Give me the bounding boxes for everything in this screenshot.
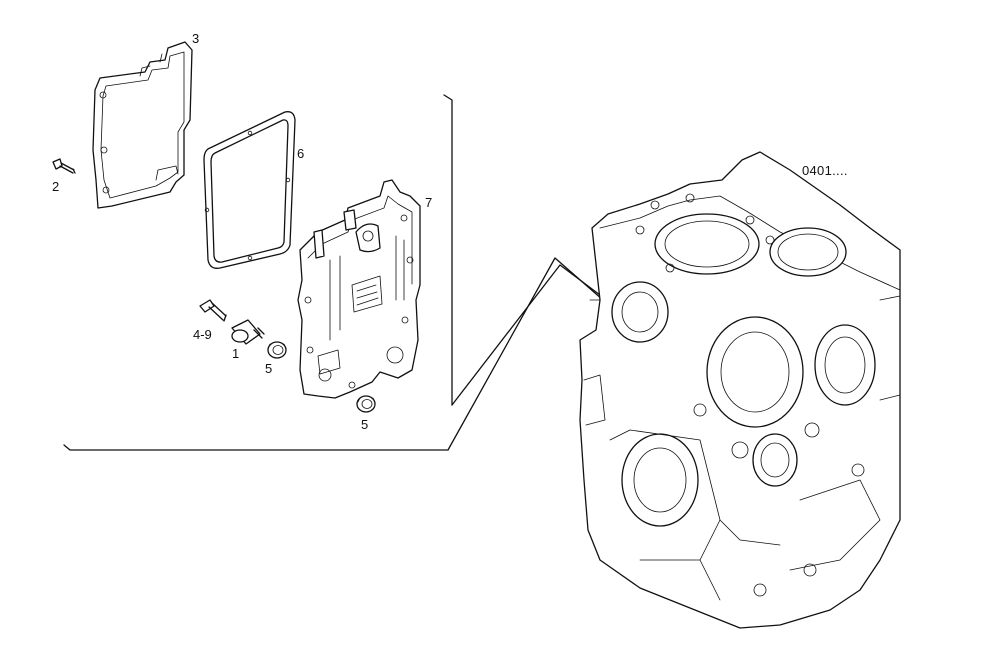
ecu-mounting-plate [297, 179, 421, 399]
gasket [203, 111, 296, 269]
callout-7: 7 [425, 195, 433, 210]
callout-4-9: 4-9 [193, 327, 212, 342]
bush-icon [356, 395, 376, 413]
sensor-icon [231, 319, 265, 345]
callout-1: 1 [232, 346, 240, 361]
reference-code: 0401.... [802, 163, 848, 178]
engine-block [579, 151, 901, 629]
callout-3: 3 [192, 31, 200, 46]
callout-5: 5 [265, 361, 273, 376]
bush-icon [267, 341, 287, 359]
screw-icon [52, 158, 76, 174]
bolt-icon [199, 299, 227, 322]
ecu-cover [92, 41, 193, 209]
assembly-bracket-line [63, 94, 604, 451]
callout-2: 2 [52, 179, 60, 194]
callout-5: 5 [361, 417, 369, 432]
callout-6: 6 [297, 146, 305, 161]
